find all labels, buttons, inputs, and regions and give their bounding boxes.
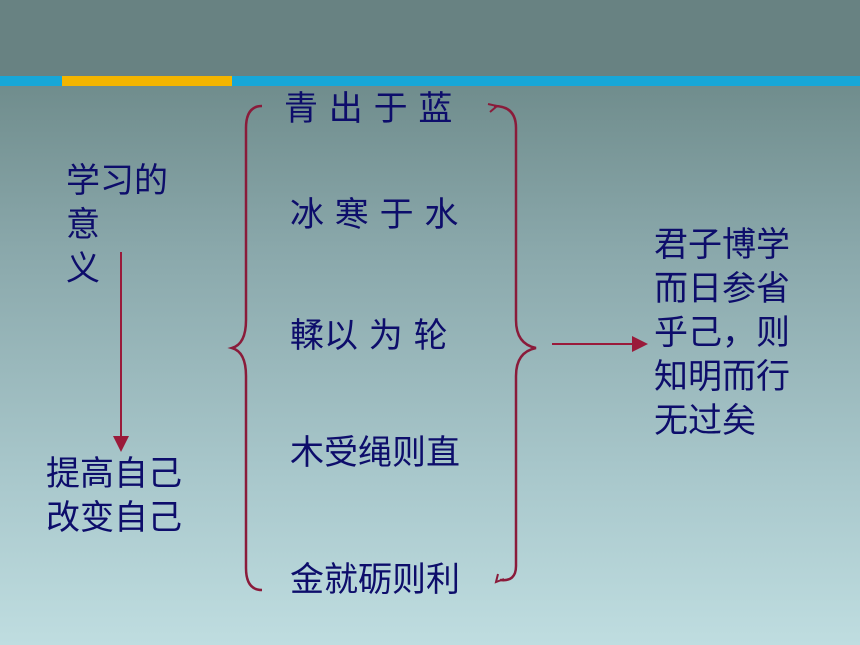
right-brace	[493, 104, 537, 582]
header-band	[0, 0, 860, 76]
right-brace-top-tip	[487, 103, 500, 113]
header-rule-blue-right	[232, 76, 860, 86]
right-conclusion-line-4: 知明而行	[654, 357, 790, 397]
left-title-line-2: 意	[66, 205, 100, 245]
middle-item-1: 青 出 于 蓝	[284, 89, 453, 129]
left-brace	[227, 104, 263, 592]
middle-item-5: 金就砺则利	[290, 560, 460, 600]
header-rule-blue-left	[0, 76, 62, 86]
right-brace-bottom-tip	[494, 573, 505, 584]
middle-item-2: 冰 寒 于 水	[290, 195, 459, 235]
middle-item-3: 輮以 为 轮	[290, 316, 448, 356]
left-result-line-2: 改变自己	[46, 498, 182, 538]
left-title-line-3: 义	[66, 249, 100, 289]
right-conclusion-line-2: 而日参省	[654, 269, 790, 309]
middle-item-4: 木受绳则直	[290, 433, 460, 473]
right-conclusion-line-5: 无过矣	[654, 401, 756, 441]
right-conclusion-line-1: 君子博学	[654, 225, 790, 265]
left-result-line-1: 提高自己	[46, 454, 182, 494]
header-rule-yellow	[62, 76, 232, 86]
left-title-line-1: 学习的	[66, 161, 168, 201]
right-conclusion-line-3: 乎己，则	[654, 313, 790, 353]
